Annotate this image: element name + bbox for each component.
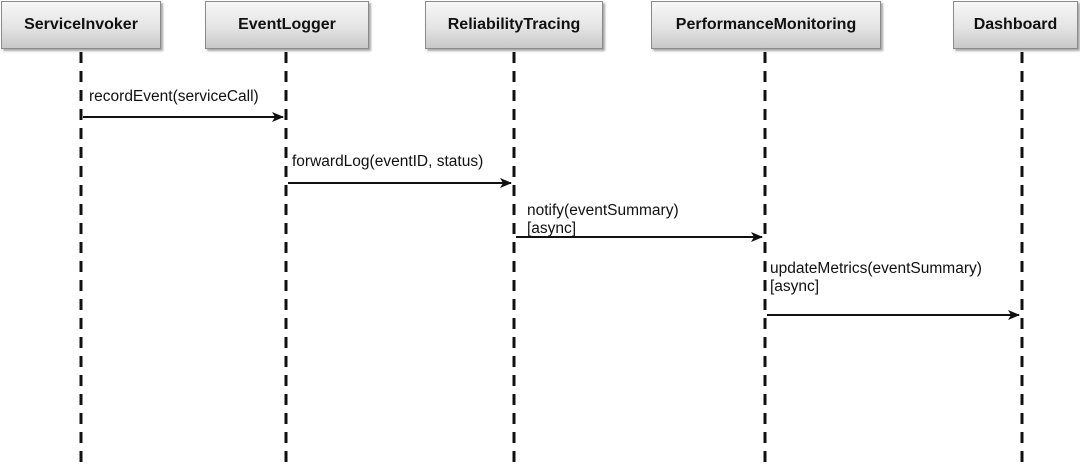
participant-service-invoker: ServiceInvoker (1, 1, 161, 49)
participant-dashboard: Dashboard (953, 1, 1078, 49)
participant-reliability-tracing: ReliabilityTracing (425, 1, 603, 49)
participant-event-logger: EventLogger (205, 1, 369, 49)
message-label-update-metrics-async: [async] (770, 278, 820, 295)
message-label-record-event: recordEvent(serviceCall) (89, 88, 259, 105)
message-label-notify-async: [async] (527, 220, 577, 237)
participant-performance-monitoring: PerformanceMonitoring (651, 1, 881, 49)
message-label-update-metrics: updateMetrics(eventSummary) (770, 260, 982, 277)
message-label-notify: notify(eventSummary) (527, 202, 679, 219)
message-label-forward-log: forwardLog(eventID, status) (292, 153, 484, 170)
